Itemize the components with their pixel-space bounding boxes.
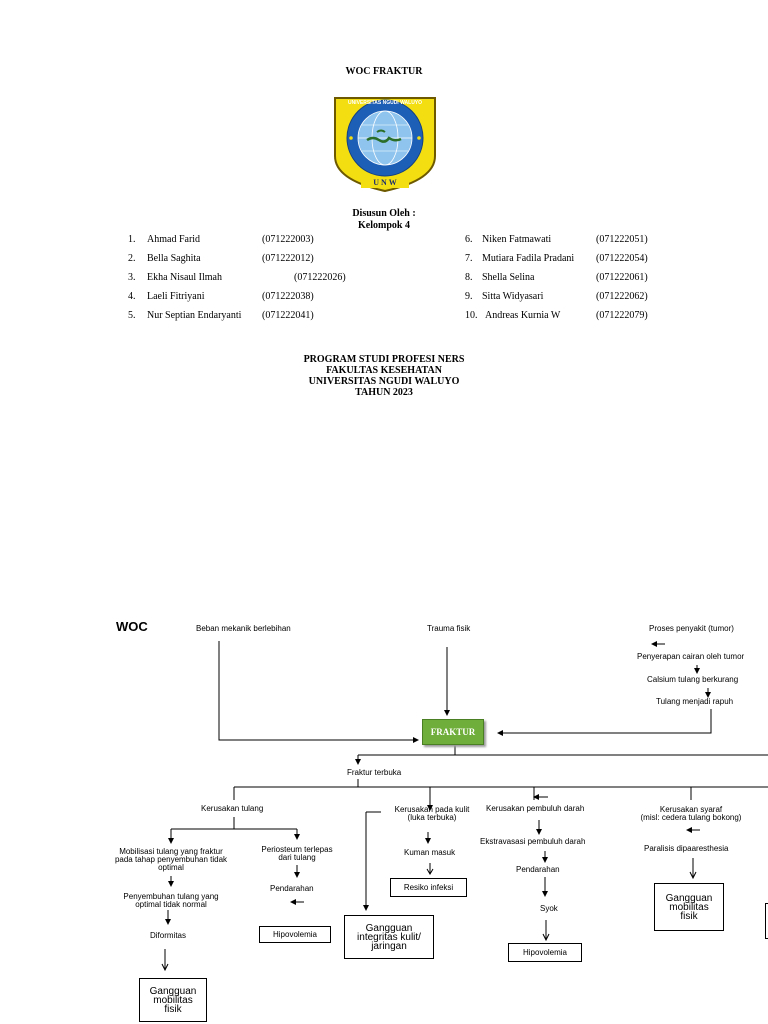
- member-nim: (071222003): [262, 234, 314, 245]
- member-name: Bella Saghita: [147, 253, 201, 264]
- hypovolemia-box-2: Hipovolemia: [508, 943, 582, 962]
- chain-tumor-absorption: Penyerapan cairan oleh tumor: [637, 652, 745, 661]
- member-nim: (071222062): [596, 291, 648, 302]
- woc-label: WOC: [116, 619, 148, 634]
- member-number: 6.: [465, 234, 473, 245]
- member-nim: (071222051): [596, 234, 648, 245]
- member-number: 5.: [128, 310, 136, 321]
- mobilization-line: pada tahap penyembuhan tidak: [114, 855, 228, 864]
- nerve-damage-line: (misl: cedera tulang bokong): [640, 813, 742, 822]
- box-line: mobilitas: [669, 901, 709, 913]
- bone-damage-label: Kerusakan tulang: [201, 804, 264, 813]
- member-number: 10.: [465, 310, 478, 321]
- hypovolemia-box-1: Hipovolemia: [259, 926, 331, 943]
- nerve-damage-line: Kerusakan syaraf: [659, 805, 723, 814]
- box-line: Gangguan: [149, 985, 197, 997]
- skin-damage-line: (luka terbuka): [407, 813, 457, 822]
- chain-calcium-decrease: Calsium tulang berkurang: [647, 675, 739, 684]
- member-nim: (071222038): [262, 291, 314, 302]
- periosteum-line: dari tulang: [278, 853, 316, 862]
- logo-bottom-text: U N W: [373, 178, 397, 187]
- member-name: Ahmad Farid: [147, 234, 201, 245]
- member-name: Laeli Fitriyani: [147, 291, 205, 302]
- member-name: Sitta Widyasari: [482, 291, 544, 302]
- deformity-label: Diformitas: [150, 931, 187, 940]
- member-name: Shella Selina: [482, 272, 535, 283]
- member-number: 4.: [128, 291, 136, 302]
- member-nim: (071222054): [596, 253, 648, 264]
- chain-brittle-bone: Tulang menjadi rapuh: [656, 697, 734, 706]
- member-number: 3.: [128, 272, 136, 283]
- cause-physical-trauma: Trauma fisik: [427, 624, 471, 633]
- box-line: fisik: [164, 1003, 182, 1015]
- member-number: 2.: [128, 253, 136, 264]
- skin-damage-text: Kerusakan pada kulit (luka terbuka): [386, 806, 478, 822]
- university-logo: [334, 97, 436, 193]
- prepared-by-block: Disusun Oleh : Kelompok 4: [0, 208, 768, 232]
- institution-block: PROGRAM STUDI PROFESI NERS FAKULTAS KESE…: [0, 354, 768, 398]
- member-number: 7.: [465, 253, 473, 264]
- prepared-by-label: Disusun Oleh :: [352, 208, 416, 219]
- cause-disease-process: Proses penyakit (tumor): [649, 624, 734, 633]
- member-number: 8.: [465, 272, 473, 283]
- box-line: integritas kulit/: [357, 931, 421, 943]
- mobilization-line: optimal: [158, 863, 184, 872]
- member-name: Mutiara Fadila Pradani: [482, 253, 575, 264]
- member-number: 9.: [465, 291, 473, 302]
- box-line: fisik: [680, 910, 698, 922]
- member-name: Andreas Kurnia W: [485, 310, 561, 321]
- member-nim: (071222079): [596, 310, 648, 321]
- skin-integrity-box: Gangguan integritas kulit/ jaringan: [344, 915, 434, 959]
- open-fracture-label: Fraktur terbuka: [347, 768, 402, 777]
- member-name: Ekha Nisaul Ilmah: [147, 272, 222, 283]
- periosteum-line: Periosteum terlepas: [261, 845, 333, 854]
- germ-entry-label: Kuman masuk: [404, 848, 456, 857]
- member-name: Niken Fatmawati: [482, 234, 552, 245]
- nerve-damage-text: Kerusakan syaraf (misl: cedera tulang bo…: [626, 806, 756, 822]
- box-line: jaringan: [371, 940, 407, 952]
- paralysis-label: Paralisis dipaaresthesia: [644, 844, 729, 853]
- periosteum-text: Periosteum terlepas dari tulang: [254, 846, 340, 862]
- box-line: Gangguan: [665, 892, 713, 904]
- healing-line: Penyembuhan tulang yang: [123, 892, 219, 901]
- logo-top-text: UNIVERSITAS NGUDI WALUYO: [347, 100, 423, 106]
- member-nim: (071222026): [294, 272, 346, 283]
- impaired-mobility-box-1: Gangguan mobilitas fisik: [139, 978, 207, 1022]
- shock-label: Syok: [540, 904, 558, 913]
- member-number: 1.: [128, 234, 136, 245]
- clipped-box-edge: [765, 903, 768, 939]
- cause-mechanical-load: Beban mekanik berlebihan: [196, 624, 291, 633]
- vessel-damage-label: Kerusakan pembuluh darah: [486, 804, 585, 813]
- skin-damage-line: Kerusakan pada kulit: [394, 805, 470, 814]
- member-name: Nur Septian Endaryanti: [147, 310, 242, 321]
- institution-line: UNIVERSITAS NGUDI WALUYO: [308, 376, 460, 387]
- mobilization-line: Mobilisasi tulang yang fraktur: [119, 847, 223, 856]
- institution-line: PROGRAM STUDI PROFESI NERS: [303, 354, 465, 365]
- extravasation-label: Ekstravasasi pembuluh darah: [480, 837, 586, 846]
- healing-text: Penyembuhan tulang yang optimal tidak no…: [112, 893, 230, 909]
- bleeding-label-1: Pendarahan: [270, 884, 314, 893]
- box-line: Gangguan: [365, 922, 413, 934]
- box-line: mobilitas: [153, 994, 193, 1006]
- institution-line: TAHUN 2023: [355, 387, 413, 398]
- member-nim: (071222012): [262, 253, 314, 264]
- mobilization-text: Mobilisasi tulang yang fraktur pada taha…: [103, 848, 239, 872]
- member-nim: (071222041): [262, 310, 314, 321]
- fraktur-node: FRAKTUR: [422, 719, 484, 745]
- infection-risk-box: Resiko infeksi: [390, 878, 467, 897]
- group-label: Kelompok 4: [358, 220, 410, 231]
- bleeding-label-2: Pendarahan: [516, 865, 560, 874]
- document-title: WOC FRAKTUR: [345, 66, 423, 77]
- impaired-mobility-box-2: Gangguan mobilitas fisik: [654, 883, 724, 931]
- healing-line: optimal tidak normal: [135, 900, 207, 909]
- institution-line: FAKULTAS KESEHATAN: [326, 365, 442, 376]
- member-nim: (071222061): [596, 272, 648, 283]
